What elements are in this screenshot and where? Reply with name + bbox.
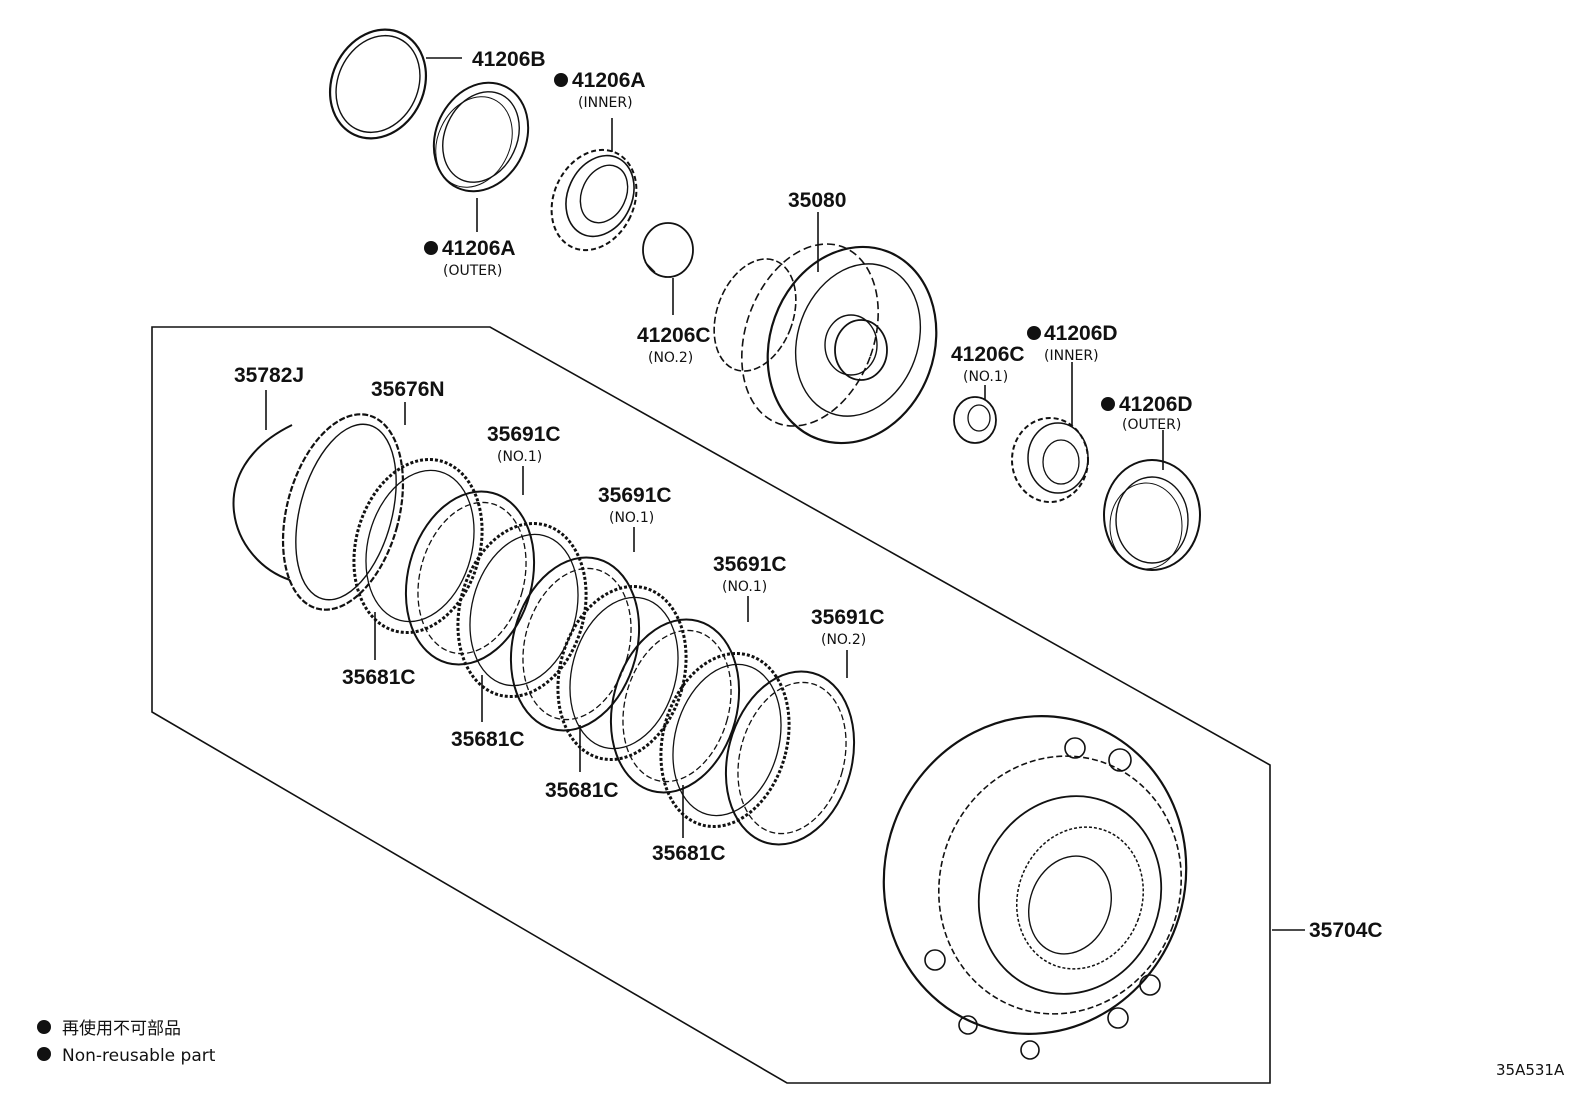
label-35704C: 35704C <box>1309 919 1383 942</box>
label-35681C-a: 35681C <box>342 666 416 689</box>
label-35691C-d-sub: (NO.2) <box>821 632 866 648</box>
part-41206D-outer-race <box>1103 459 1201 571</box>
legend-jp: 再使用不可部品 <box>62 1018 181 1039</box>
nonreusable-dot-41206D-inner <box>1027 326 1041 340</box>
leader-lines <box>265 57 1305 931</box>
part-41206D-inner-bearing <box>1011 417 1089 503</box>
clutch-ring-inner-edge <box>737 681 847 835</box>
label-41206A-outer-sub: (OUTER) <box>443 263 502 279</box>
label-41206D-outer: 41206D <box>1119 393 1193 416</box>
label-35691C-c: 35691C <box>713 553 787 576</box>
diagram-code: 35A531A <box>1496 1061 1565 1079</box>
legend-dot-jp <box>37 1020 51 1034</box>
clutch-ring-inner-edge <box>417 501 527 655</box>
label-41206C-no1-sub: (NO.1) <box>963 369 1008 385</box>
clutch-disc <box>456 521 588 699</box>
label-35080: 35080 <box>788 189 846 212</box>
label-41206A-inner-sub: (INNER) <box>578 95 633 111</box>
clutch-plate <box>404 490 536 666</box>
label-41206D-outer-sub: (OUTER) <box>1122 417 1181 433</box>
label-35691C-b: 35691C <box>598 484 672 507</box>
clutch-plate <box>609 618 741 794</box>
clutch-ring-inner-edge <box>569 596 679 750</box>
clutch-ring-inner-edge <box>522 567 632 721</box>
clutch-plates <box>352 457 856 846</box>
part-35704C-drum <box>882 715 1188 1060</box>
label-35691C-c-sub: (NO.1) <box>722 579 767 595</box>
part-35782J-snap-ring <box>232 424 293 581</box>
legend-dot-en <box>37 1047 51 1061</box>
part-41206C-no1-bushing <box>953 396 997 444</box>
label-41206D-inner-sub: (INNER) <box>1044 348 1099 364</box>
label-35691C-a: 35691C <box>487 423 561 446</box>
label-41206C-no2: 41206C <box>637 324 711 347</box>
clutch-disc <box>659 651 791 829</box>
label-41206A-outer: 41206A <box>442 237 516 260</box>
label-41206C-no2-sub: (NO.2) <box>648 350 693 366</box>
label-35676N: 35676N <box>371 378 445 401</box>
label-35691C-a-sub: (NO.1) <box>497 449 542 465</box>
label-35681C-b: 35681C <box>451 728 525 751</box>
clutch-ring-inner-edge <box>672 663 782 817</box>
clutch-ring-inner-edge <box>469 533 579 687</box>
label-35782J: 35782J <box>234 364 304 387</box>
label-35681C-d: 35681C <box>652 842 726 865</box>
clutch-plate <box>509 556 641 732</box>
nonreusable-dot-41206D-outer <box>1101 397 1115 411</box>
clutch-disc <box>352 457 484 635</box>
group-frame <box>151 326 1271 1084</box>
label-41206B: 41206B <box>472 48 546 71</box>
clutch-plate <box>724 670 856 846</box>
clutch-ring-inner-edge <box>365 469 475 623</box>
part-35676N-flange <box>281 413 405 611</box>
label-35681C-c: 35681C <box>545 779 619 802</box>
part-41206C-no2-bushing <box>642 222 694 278</box>
label-41206A-inner: 41206A <box>572 69 646 92</box>
nonreusable-dot-41206A-outer <box>424 241 438 255</box>
label-35691C-b-sub: (NO.1) <box>609 510 654 526</box>
nonreusable-dot-41206A-inner <box>554 73 568 87</box>
clutch-disc <box>556 584 688 762</box>
legend-en: Non-reusable part <box>62 1046 216 1066</box>
clutch-ring-inner-edge <box>622 629 732 783</box>
part-41206A-outer-race <box>432 81 530 193</box>
part-41206A-inner-bearing <box>550 148 638 252</box>
label-41206D-inner: 41206D <box>1044 322 1118 345</box>
part-35080-gear <box>713 243 938 445</box>
label-35691C-d: 35691C <box>811 606 885 629</box>
part-41206B-ring <box>328 28 428 140</box>
label-41206C-no1: 41206C <box>951 343 1025 366</box>
